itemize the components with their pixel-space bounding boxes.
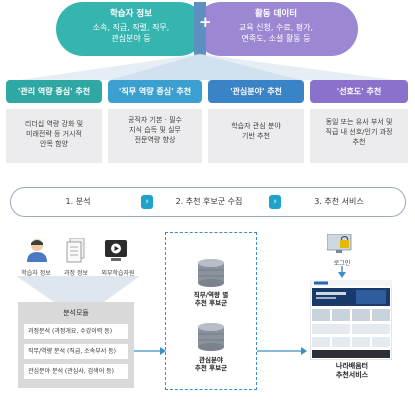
candidate-group2-label: 관심분야 추천 후보군: [170, 356, 252, 372]
analysis-module-title: 분석모듈: [63, 309, 89, 317]
learner-info-line2: 관심분야 등: [111, 34, 151, 43]
ellipse-overlap: [194, 2, 206, 56]
learner-info-title: 학습자 정보: [109, 9, 153, 19]
chevron-right-icon: ›: [269, 195, 281, 209]
category-interest: '관심분야' 추천: [208, 80, 304, 103]
arrow-right-icon: [134, 347, 166, 355]
step-candidate-collection: 2. 추천 후보군 수집: [150, 190, 268, 214]
category-management: '관리 역량 중심' 추천: [6, 80, 102, 103]
module-item-job: 직무/역량 분석 (직급, 소속부서 등): [24, 344, 128, 359]
login-monitor-icon: [327, 234, 352, 253]
module-item-interest: 관심분야 분석 (관심사, 검색어 등): [24, 364, 128, 379]
plus-icon: +: [199, 13, 212, 31]
candidate-group1-line1: 직무/역량 별: [193, 291, 229, 299]
desc-line: 미래전략 등 거시적: [26, 130, 82, 138]
source-course-label: 과정 정보: [64, 270, 88, 277]
activity-data-ellipse: 활동 데이터 교육 신청, 수료, 평가, 면족도, 소셜 활동 등: [194, 2, 358, 56]
activity-data-title: 활동 데이터: [254, 9, 298, 19]
step-recommend-service: 3. 추천 서비스: [279, 190, 399, 214]
module-item-course: 과정분석 (과정개요, 수강이력 등): [24, 324, 128, 339]
arrow-down-icon: [338, 266, 346, 278]
category-job: '직무 역량 중심' 추천: [108, 80, 202, 103]
desc-line: 동일 또는 유사 부서 및: [325, 118, 393, 126]
desc-line: 학습자 관심 분야: [231, 122, 281, 130]
category-management-desc: 리더십 역량 강화 및 미래전략 등 거시적 안목 함양: [6, 109, 102, 163]
database-icon: [198, 259, 224, 287]
desc-line: 직급 내 선호/인기 과정: [325, 128, 393, 136]
website-screenshot: [310, 280, 392, 360]
category-interest-desc: 학습자 관심 분야 기반 추천: [208, 109, 304, 163]
learner-info-line1: 소속, 직급, 직렬, 직무,: [92, 23, 170, 32]
category-preference-desc: 동일 또는 유사 부서 및 직급 내 선호/인기 과정 추천: [310, 109, 408, 163]
category-preference: '선호도' 추천: [310, 80, 408, 103]
candidate-group1-line2: 추천 후보군: [194, 299, 228, 307]
service-name: 나라배움터 추천서비스: [312, 362, 392, 380]
desc-line: 리더십 역량 강화 및: [24, 120, 84, 128]
fan-connector: [20, 54, 395, 80]
activity-data-line2: 면족도, 소셜 활동 등: [241, 34, 311, 43]
learner-info-ellipse: 학습자 정보 소속, 직급, 직렬, 직무, 관심분야 등: [56, 2, 206, 56]
service-name-line2: 추천서비스: [335, 371, 369, 379]
candidate-group1-label: 직무/역량 별 추천 후보군: [170, 291, 252, 307]
desc-line: 공직자 기본 · 필수: [128, 116, 182, 124]
database-icon: [198, 323, 224, 351]
desc-line: 전문역량 향상: [134, 136, 176, 144]
candidate-pool-box: [165, 232, 257, 390]
source-external-label: 외부학습자원: [101, 270, 135, 277]
activity-data-line1: 교육 신청, 수료, 평가,: [238, 23, 314, 32]
user-icon: [27, 239, 47, 262]
login-label: 로그인: [333, 260, 351, 267]
desc-line: 안목 함양: [40, 140, 68, 148]
service-name-line1: 나라배움터: [335, 362, 369, 370]
media-player-icon: [105, 240, 127, 261]
source-learner-label: 학습자 정보: [21, 270, 51, 277]
candidate-group2-line1: 관심분야: [199, 356, 223, 364]
step-analysis: 1. 분석: [16, 190, 140, 214]
document-icon: [66, 238, 85, 263]
desc-line: 기반 추천: [242, 132, 270, 140]
step-bar: [10, 187, 406, 217]
candidate-group2-line2: 추천 후보군: [194, 364, 228, 372]
arrow-right-icon: [257, 347, 307, 355]
chevron-right-icon: ›: [141, 195, 153, 209]
source-merge-connector: [16, 276, 140, 302]
analysis-module: 분석모듈 과정분석 (과정개요, 수강이력 등) 직무/역량 분석 (직급, 소…: [18, 302, 134, 388]
desc-line: 추천: [352, 138, 366, 146]
desc-line: 지식 습득 및 실무: [129, 126, 181, 134]
category-job-desc: 공직자 기본 · 필수 지식 습득 및 실무 전문역량 향상: [108, 109, 202, 163]
